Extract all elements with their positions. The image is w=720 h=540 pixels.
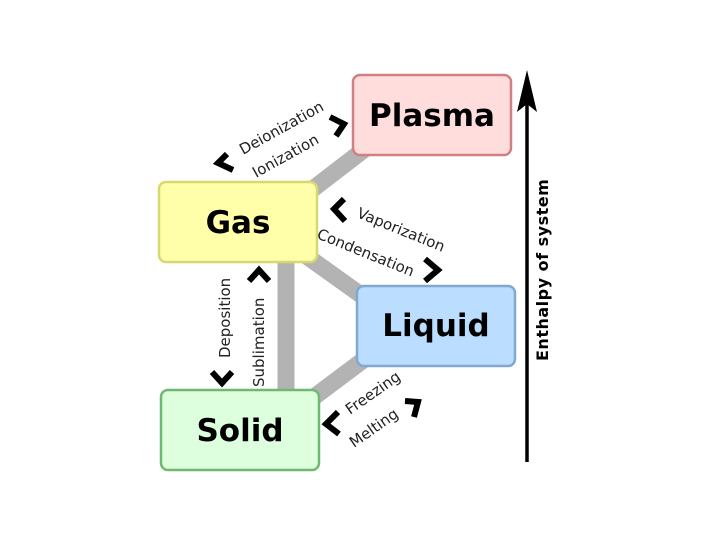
- liquid-box: [355, 284, 517, 368]
- ionization-arrowhead-icon: [212, 151, 235, 173]
- sublimation-label: Sublimation: [250, 298, 268, 387]
- state-plasma: Plasma: [351, 73, 513, 157]
- freezing-arrowhead-icon: [404, 398, 422, 418]
- enthalpy-axis-label: Enthalpy of system: [533, 179, 552, 361]
- deposition-label: Deposition: [216, 278, 234, 358]
- deposition-arrowhead-icon: [209, 369, 235, 388]
- enthalpy-axis-arrow-icon: [517, 70, 537, 112]
- plasma-label: Plasma: [369, 98, 495, 134]
- state-solid: Solid: [159, 388, 321, 472]
- solid-label: Solid: [196, 413, 283, 449]
- gas-label: Gas: [206, 205, 271, 241]
- state-gas: Gas: [157, 180, 319, 264]
- liquid-label: Liquid: [382, 308, 489, 344]
- deionization-arrowhead-icon: [328, 114, 349, 138]
- plasma-box: [351, 73, 513, 157]
- enthalpy-axis: Enthalpy of system: [517, 70, 552, 462]
- melting-arrowhead-icon: [321, 409, 341, 437]
- vaporization-arrowhead-icon: [329, 196, 348, 224]
- gas-box: [157, 180, 319, 264]
- transition-arrowheads: [209, 114, 443, 437]
- sublimation-arrowhead-icon: [246, 265, 272, 284]
- state-liquid: Liquid: [355, 284, 517, 368]
- solid-box: [159, 388, 321, 472]
- condensation-arrowhead-icon: [423, 256, 443, 284]
